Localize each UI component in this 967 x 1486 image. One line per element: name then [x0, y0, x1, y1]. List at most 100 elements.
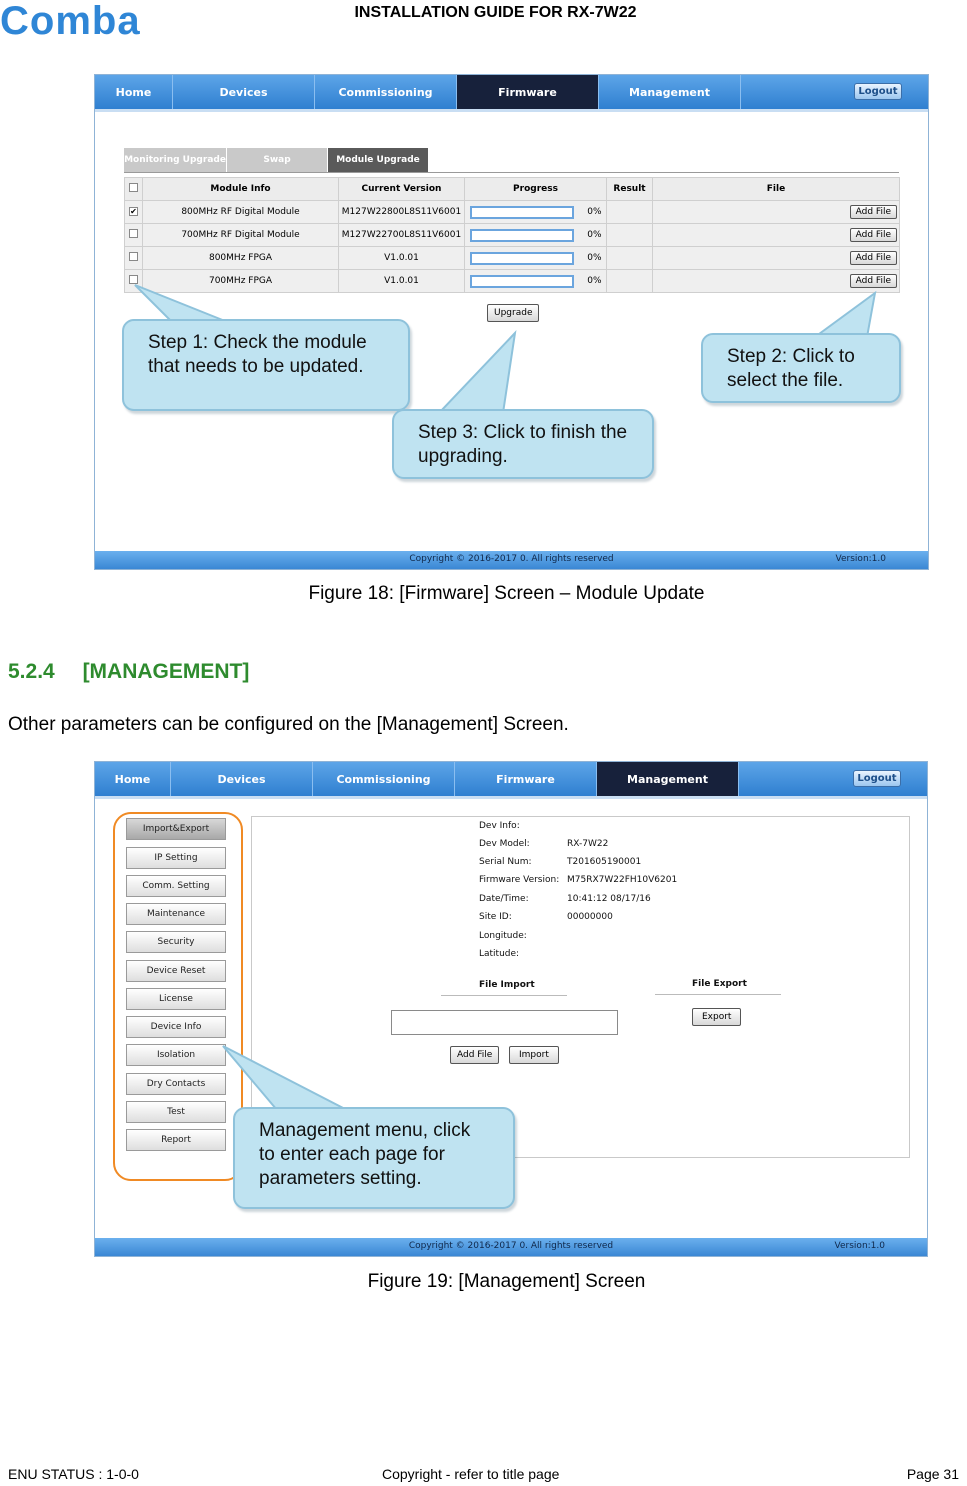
firmware-screenshot: Home Devices Commissioning Firmware Mana…	[94, 74, 929, 570]
section-number: 5.2.4	[8, 660, 55, 683]
file-cell: Add File	[652, 223, 900, 247]
add-file-button[interactable]: Add File	[450, 1046, 500, 1064]
add-file-button[interactable]: Add File	[849, 251, 897, 265]
field-value: M75RX7W22FH10V6201	[567, 875, 678, 885]
figure19-caption: Figure 19: [Management] Screen	[367, 1271, 646, 1292]
col-result: Result	[606, 177, 653, 201]
module-name: 800MHz FPGA	[142, 246, 339, 270]
row-checkbox[interactable]	[124, 223, 143, 247]
menu-import-export[interactable]: Import&Export	[126, 818, 226, 840]
nav-devices[interactable]: Devices	[173, 75, 315, 109]
field-value: T201605190001	[567, 857, 642, 867]
progress-value: 0%	[587, 276, 602, 286]
step3-pointer	[436, 330, 517, 414]
check-icon[interactable]: ✔	[129, 207, 138, 216]
nav-commissioning[interactable]: Commissioning	[315, 75, 457, 109]
screen-footer: Copyright © 2016-2017 0. All rights rese…	[95, 551, 928, 569]
field-value: RX-7W22	[567, 839, 609, 849]
field-value: 00000000	[567, 912, 613, 922]
import-button[interactable]: Import	[509, 1046, 559, 1064]
tab-swap[interactable]: Swap	[227, 148, 327, 172]
nav-firmware[interactable]: Firmware	[455, 762, 597, 796]
nav-management[interactable]: Management	[599, 75, 741, 109]
progress-cell: 0%	[464, 269, 607, 293]
menu-dry-contacts[interactable]: Dry Contacts	[126, 1073, 226, 1095]
field-label: Serial Num:	[479, 857, 532, 867]
progress-bar	[469, 205, 574, 219]
table-row: 800MHz FPGA V1.0.01 0% Add File	[124, 246, 900, 270]
menu-device-info[interactable]: Device Info	[126, 1016, 226, 1038]
add-file-button[interactable]: Add File	[849, 274, 897, 288]
nav-firmware[interactable]: Firmware	[457, 75, 599, 109]
file-cell: Add File	[652, 269, 900, 293]
menu-maintenance[interactable]: Maintenance	[126, 903, 226, 925]
step3-callout: Step 3: Click to finish the upgrading.	[392, 409, 654, 479]
step1-pointer	[134, 284, 226, 322]
progress-bar	[469, 274, 574, 288]
svg-text:Comba: Comba	[0, 2, 141, 40]
step1-callout: Step 1: Check the module that needs to b…	[122, 319, 410, 411]
result-cell	[606, 269, 653, 293]
export-button[interactable]: Export	[692, 1008, 742, 1026]
file-path-input[interactable]	[391, 1010, 618, 1035]
module-table: Module Info Current Version Progress Res…	[124, 177, 900, 293]
menu-security[interactable]: Security	[126, 931, 226, 953]
nav-underline	[95, 796, 927, 799]
field-label: Longitude:	[479, 931, 527, 941]
add-file-button[interactable]: Add File	[849, 228, 897, 242]
col-module-info: Module Info	[142, 177, 339, 201]
nav-home[interactable]: Home	[95, 762, 171, 796]
top-nav: Home Devices Commissioning Firmware Mana…	[95, 762, 927, 796]
module-version: M127W22800L8S11V6001	[338, 200, 465, 224]
logout-button[interactable]: Logout	[853, 770, 901, 787]
menu-device-reset[interactable]: Device Reset	[126, 960, 226, 982]
col-current-version: Current Version	[338, 177, 465, 201]
menu-callout-pointer	[222, 1045, 348, 1111]
menu-comm-setting[interactable]: Comm. Setting	[126, 875, 226, 897]
file-import-rule	[441, 995, 567, 996]
footer-copyright: Copyright - refer to title page	[382, 1466, 560, 1482]
col-file: File	[652, 177, 900, 201]
progress-bar	[469, 251, 574, 265]
progress-cell: 0%	[464, 223, 607, 247]
table-row: ✔ 800MHz RF Digital Module M127W22800L8S…	[124, 200, 900, 224]
header-select-all[interactable]	[124, 177, 143, 201]
nav-management[interactable]: Management	[597, 762, 739, 796]
field-label: Site ID:	[479, 912, 512, 922]
progress-value: 0%	[587, 207, 602, 217]
module-version: M127W22700L8S11V6001	[338, 223, 465, 247]
nav-home[interactable]: Home	[95, 75, 173, 109]
menu-highlight-outline	[113, 812, 243, 1181]
progress-value: 0%	[587, 230, 602, 240]
menu-ip-setting[interactable]: IP Setting	[126, 847, 226, 869]
logout-button[interactable]: Logout	[854, 83, 902, 100]
menu-test[interactable]: Test	[126, 1101, 226, 1123]
nav-devices[interactable]: Devices	[171, 762, 313, 796]
module-version: V1.0.01	[338, 269, 465, 293]
tab-monitoring-upgrade[interactable]: Monitoring Upgrade	[124, 148, 226, 172]
comba-logo: Comba	[0, 2, 141, 40]
document-title: INSTALLATION GUIDE FOR RX-7W22	[354, 4, 637, 21]
top-nav: Home Devices Commissioning Firmware Mana…	[95, 75, 928, 109]
add-file-button[interactable]: Add File	[849, 205, 897, 219]
menu-report[interactable]: Report	[126, 1129, 226, 1151]
field-label: Date/Time:	[479, 894, 529, 904]
module-version: V1.0.01	[338, 246, 465, 270]
nav-underline	[95, 109, 928, 112]
field-label: Firmware Version:	[479, 875, 560, 885]
menu-isolation[interactable]: Isolation	[126, 1044, 226, 1066]
progress-cell: 0%	[464, 246, 607, 270]
tab-module-upgrade[interactable]: Module Upgrade	[328, 148, 428, 172]
row-checkbox-checked[interactable]: ✔	[124, 200, 143, 224]
progress-bar	[469, 228, 574, 242]
table-header-row: Module Info Current Version Progress Res…	[124, 177, 900, 201]
step2-pointer	[811, 290, 877, 338]
field-value: 10:41:12 08/17/16	[567, 894, 651, 904]
progress-cell: 0%	[464, 200, 607, 224]
footer-page-number: Page 31	[906, 1466, 959, 1482]
nav-commissioning[interactable]: Commissioning	[313, 762, 455, 796]
module-name: 700MHz FPGA	[142, 269, 339, 293]
step2-callout: Step 2: Click to select the file.	[701, 333, 901, 403]
upgrade-button[interactable]: Upgrade	[487, 304, 540, 322]
menu-license[interactable]: License	[126, 988, 226, 1010]
